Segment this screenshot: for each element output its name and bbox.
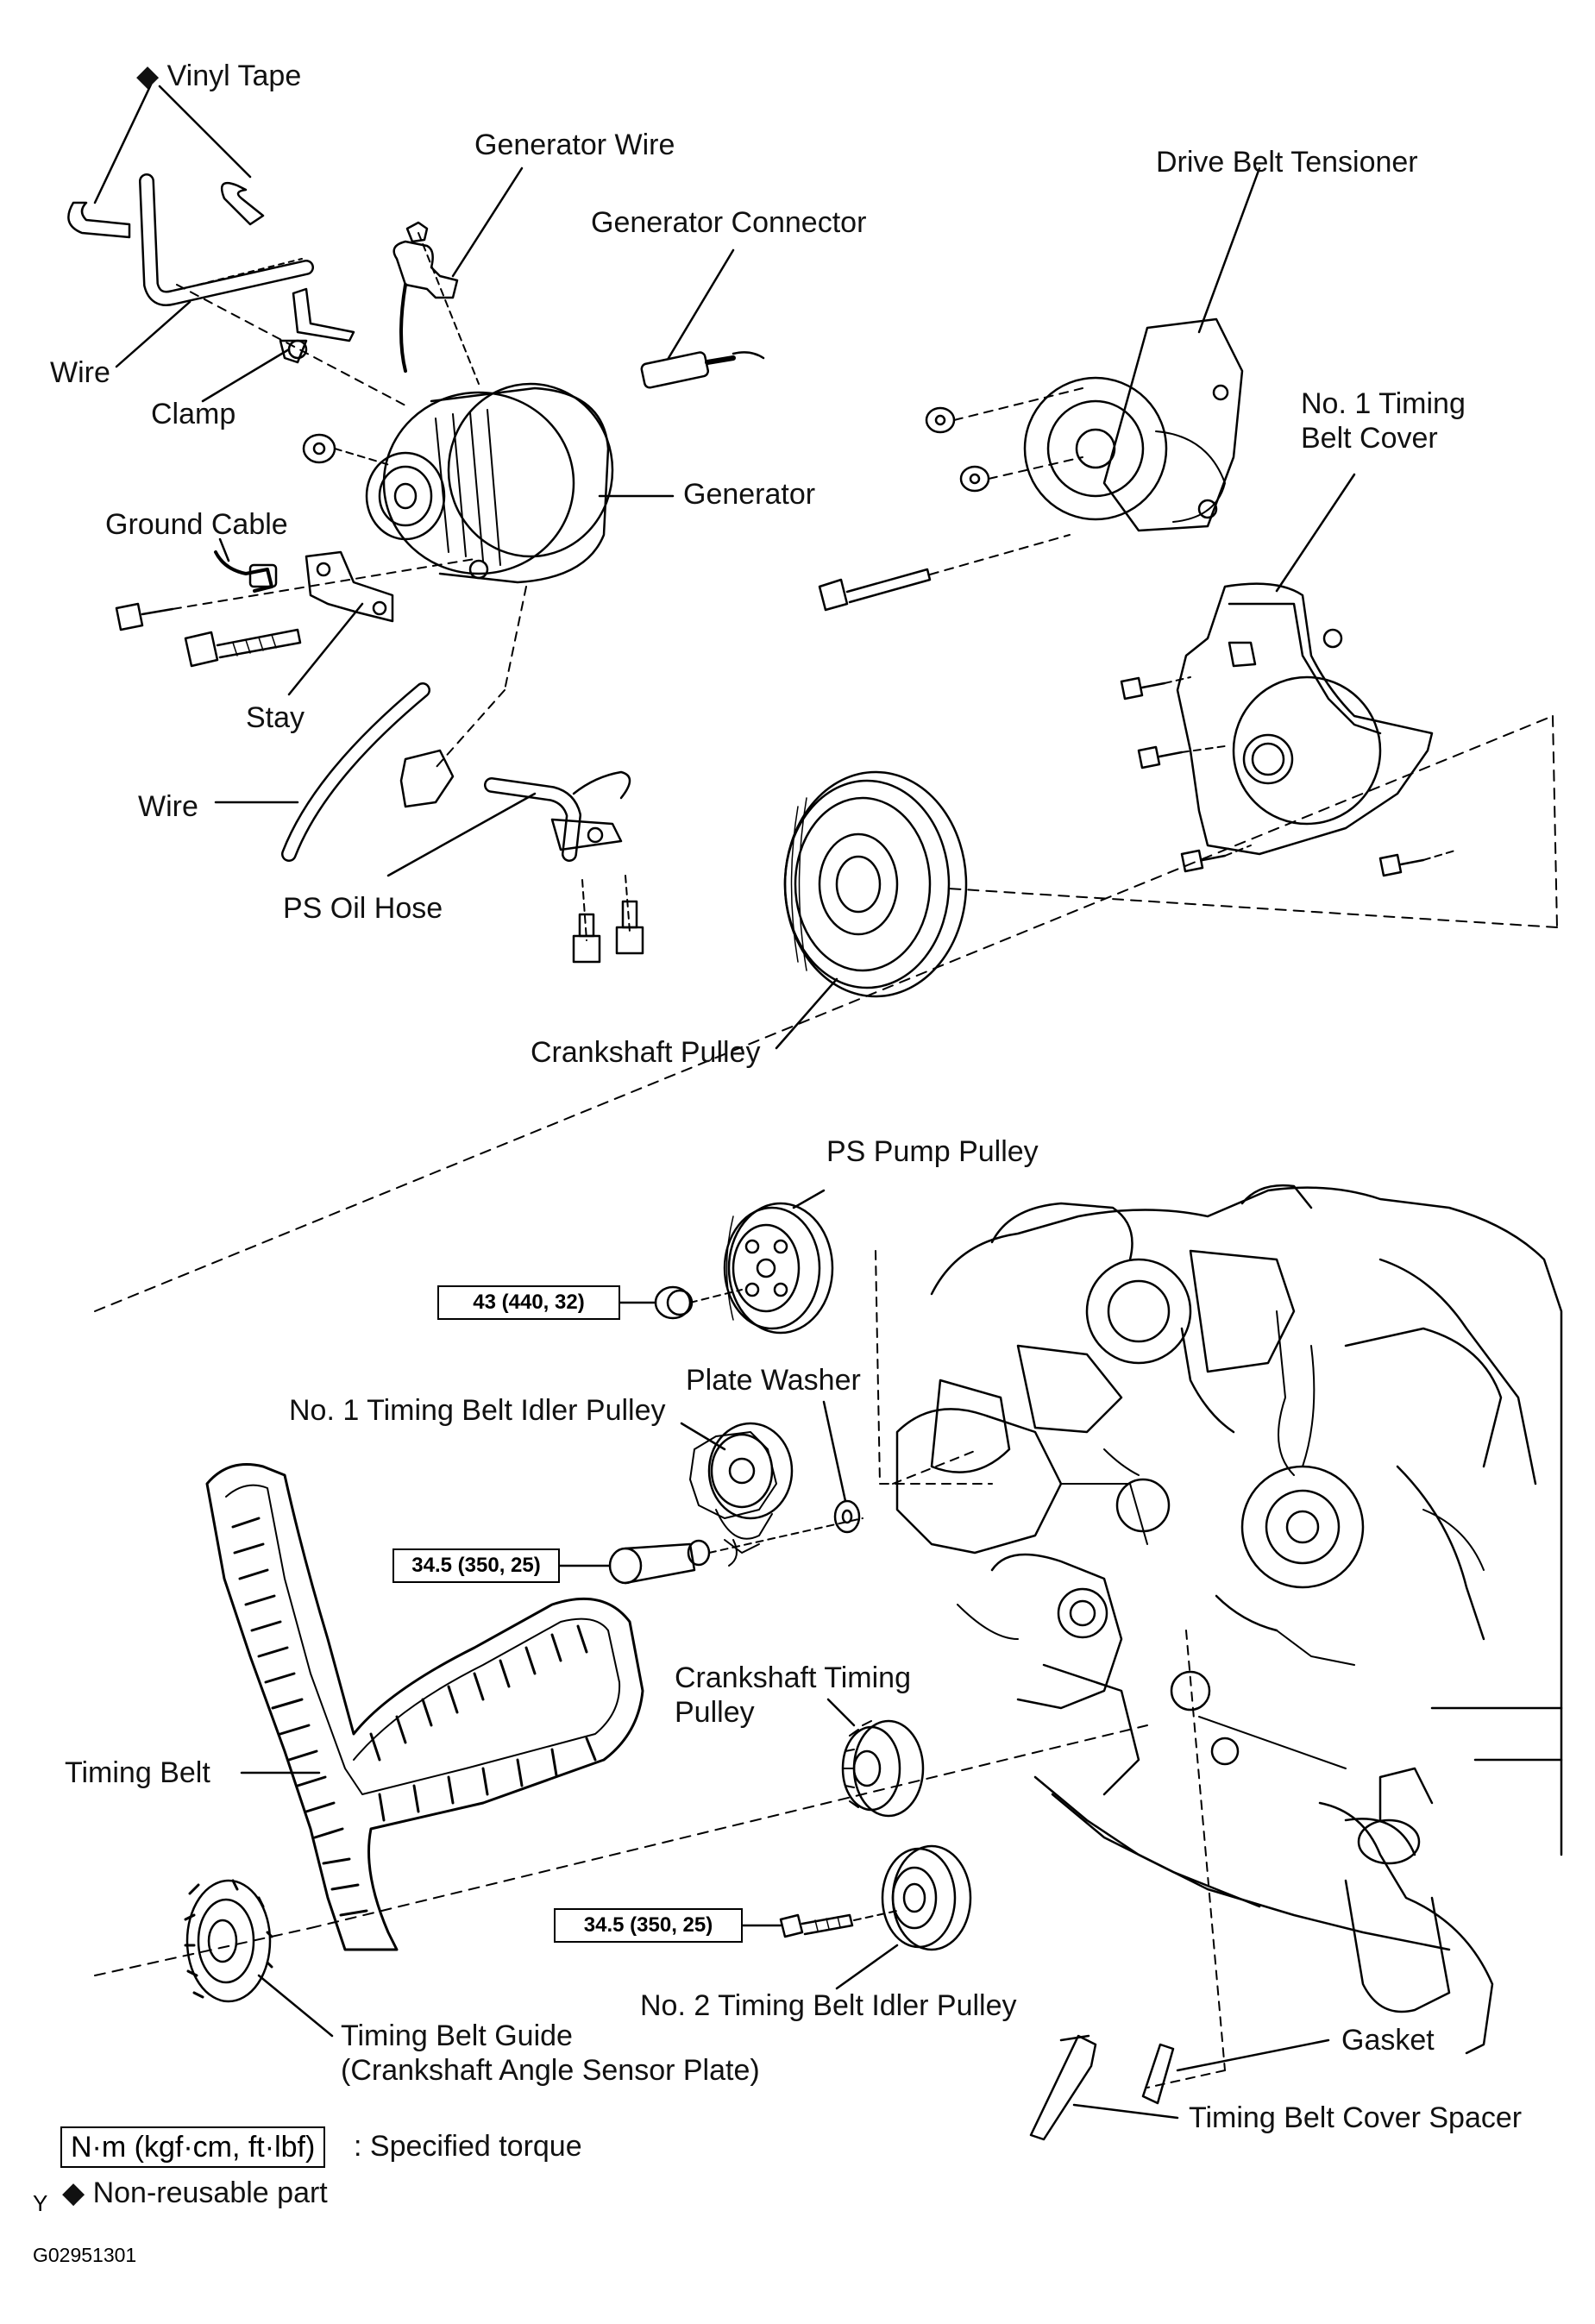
label-timing-belt-guide-2: (Crankshaft Angle Sensor Plate) — [341, 2054, 760, 2087]
label-generator: Generator — [683, 478, 816, 511]
no1-timing-belt-cover-part — [1177, 584, 1432, 854]
legend-nonreusable: ◆ Non-reusable part — [62, 2176, 328, 2209]
engine-block — [897, 1185, 1561, 2053]
stay-long-bolt — [185, 630, 300, 666]
label-crankshaft-timing-pulley-1: Crankshaft Timing — [675, 1661, 911, 1694]
label-crankshaft-pulley: Crankshaft Pulley — [531, 1036, 761, 1069]
torque-ps-pump-pulley-nut: 43 (440, 32) — [437, 1285, 620, 1320]
ground-bolt — [116, 604, 173, 630]
label-ps-oil-hose: PS Oil Hose — [283, 892, 443, 925]
wire-harness-bottom — [289, 690, 453, 854]
vinyl-tape-part — [68, 183, 263, 237]
no2-idler-pulley-part — [882, 1846, 970, 1950]
label-no1-timing-belt-cover-1: No. 1 Timing — [1301, 387, 1466, 420]
idler-pulley-bolt — [610, 1540, 737, 1583]
label-generator-connector: Generator Connector — [591, 206, 867, 239]
label-timing-belt: Timing Belt — [65, 1756, 210, 1789]
label-wire-bottom: Wire — [138, 790, 198, 823]
clamp-part — [280, 289, 354, 362]
crankshaft-timing-pulley-part — [843, 1721, 923, 1816]
generator-nut — [304, 435, 335, 462]
ps-pump-pulley-part — [725, 1203, 832, 1333]
label-crankshaft-timing-pulley-2: Pulley — [675, 1696, 755, 1729]
label-ps-pump-pulley: PS Pump Pulley — [826, 1135, 1039, 1168]
legend-torque-desc: : Specified torque — [354, 2130, 582, 2163]
label-no1-timing-belt-cover-2: Belt Cover — [1301, 422, 1438, 455]
timing-belt-cover-spacer-part — [1031, 2036, 1096, 2139]
label-generator-wire: Generator Wire — [474, 129, 675, 161]
legend-torque-unit-box: N·m (kgf·cm, ft·lbf) — [60, 2126, 326, 2168]
label-ground-cable: Ground Cable — [105, 508, 288, 541]
tensioner-long-bolt — [819, 569, 930, 610]
torque-idler-pulley-1-bolt: 34.5 (350, 25) — [392, 1548, 560, 1583]
ps-pulley-nut — [656, 1287, 692, 1318]
label-gasket: Gasket — [1341, 2024, 1435, 2057]
no1-idler-pulley-part — [690, 1423, 792, 1553]
stay-part — [306, 552, 392, 621]
label-no2-timing-belt-idler-pulley: No. 2 Timing Belt Idler Pulley — [640, 1989, 1017, 2022]
gasket-part — [1143, 2044, 1173, 2103]
label-timing-belt-cover-spacer: Timing Belt Cover Spacer — [1189, 2101, 1523, 2134]
cover-bolts — [1121, 678, 1423, 876]
label-timing-belt-guide-1: Timing Belt Guide — [341, 2019, 573, 2052]
legend-corner-mark: Y — [33, 2190, 48, 2216]
ground-cable-part — [216, 552, 276, 591]
generator-part — [367, 384, 612, 582]
generator-wire-part — [394, 223, 457, 371]
label-no1-timing-belt-idler-pulley: No. 1 Timing Belt Idler Pulley — [289, 1394, 666, 1427]
generator-connector-part — [641, 351, 763, 388]
label-vinyl-tape: ◆ Vinyl Tape — [136, 60, 302, 92]
tensioner-nuts — [926, 408, 989, 491]
crankshaft-pulley-part — [785, 772, 966, 996]
no2-idler-bolt — [781, 1915, 852, 1937]
figure-id: G02951301 — [33, 2244, 137, 2266]
wire-harness-top — [147, 181, 306, 298]
timing-belt-guide-part — [185, 1881, 272, 2001]
timing-belt-part — [207, 1465, 643, 1950]
label-drive-belt-tensioner: Drive Belt Tensioner — [1156, 146, 1418, 179]
drive-belt-tensioner-part — [1025, 319, 1242, 531]
label-wire-top: Wire — [50, 356, 110, 389]
label-stay: Stay — [246, 701, 305, 734]
label-clamp: Clamp — [151, 398, 236, 430]
torque-idler-pulley-2-bolt: 34.5 (350, 25) — [554, 1908, 743, 1943]
plate-washer-part — [835, 1501, 859, 1532]
ps-oil-hose-part — [492, 772, 630, 854]
ps-hose-bolts — [574, 876, 643, 962]
label-plate-washer: Plate Washer — [686, 1364, 861, 1397]
